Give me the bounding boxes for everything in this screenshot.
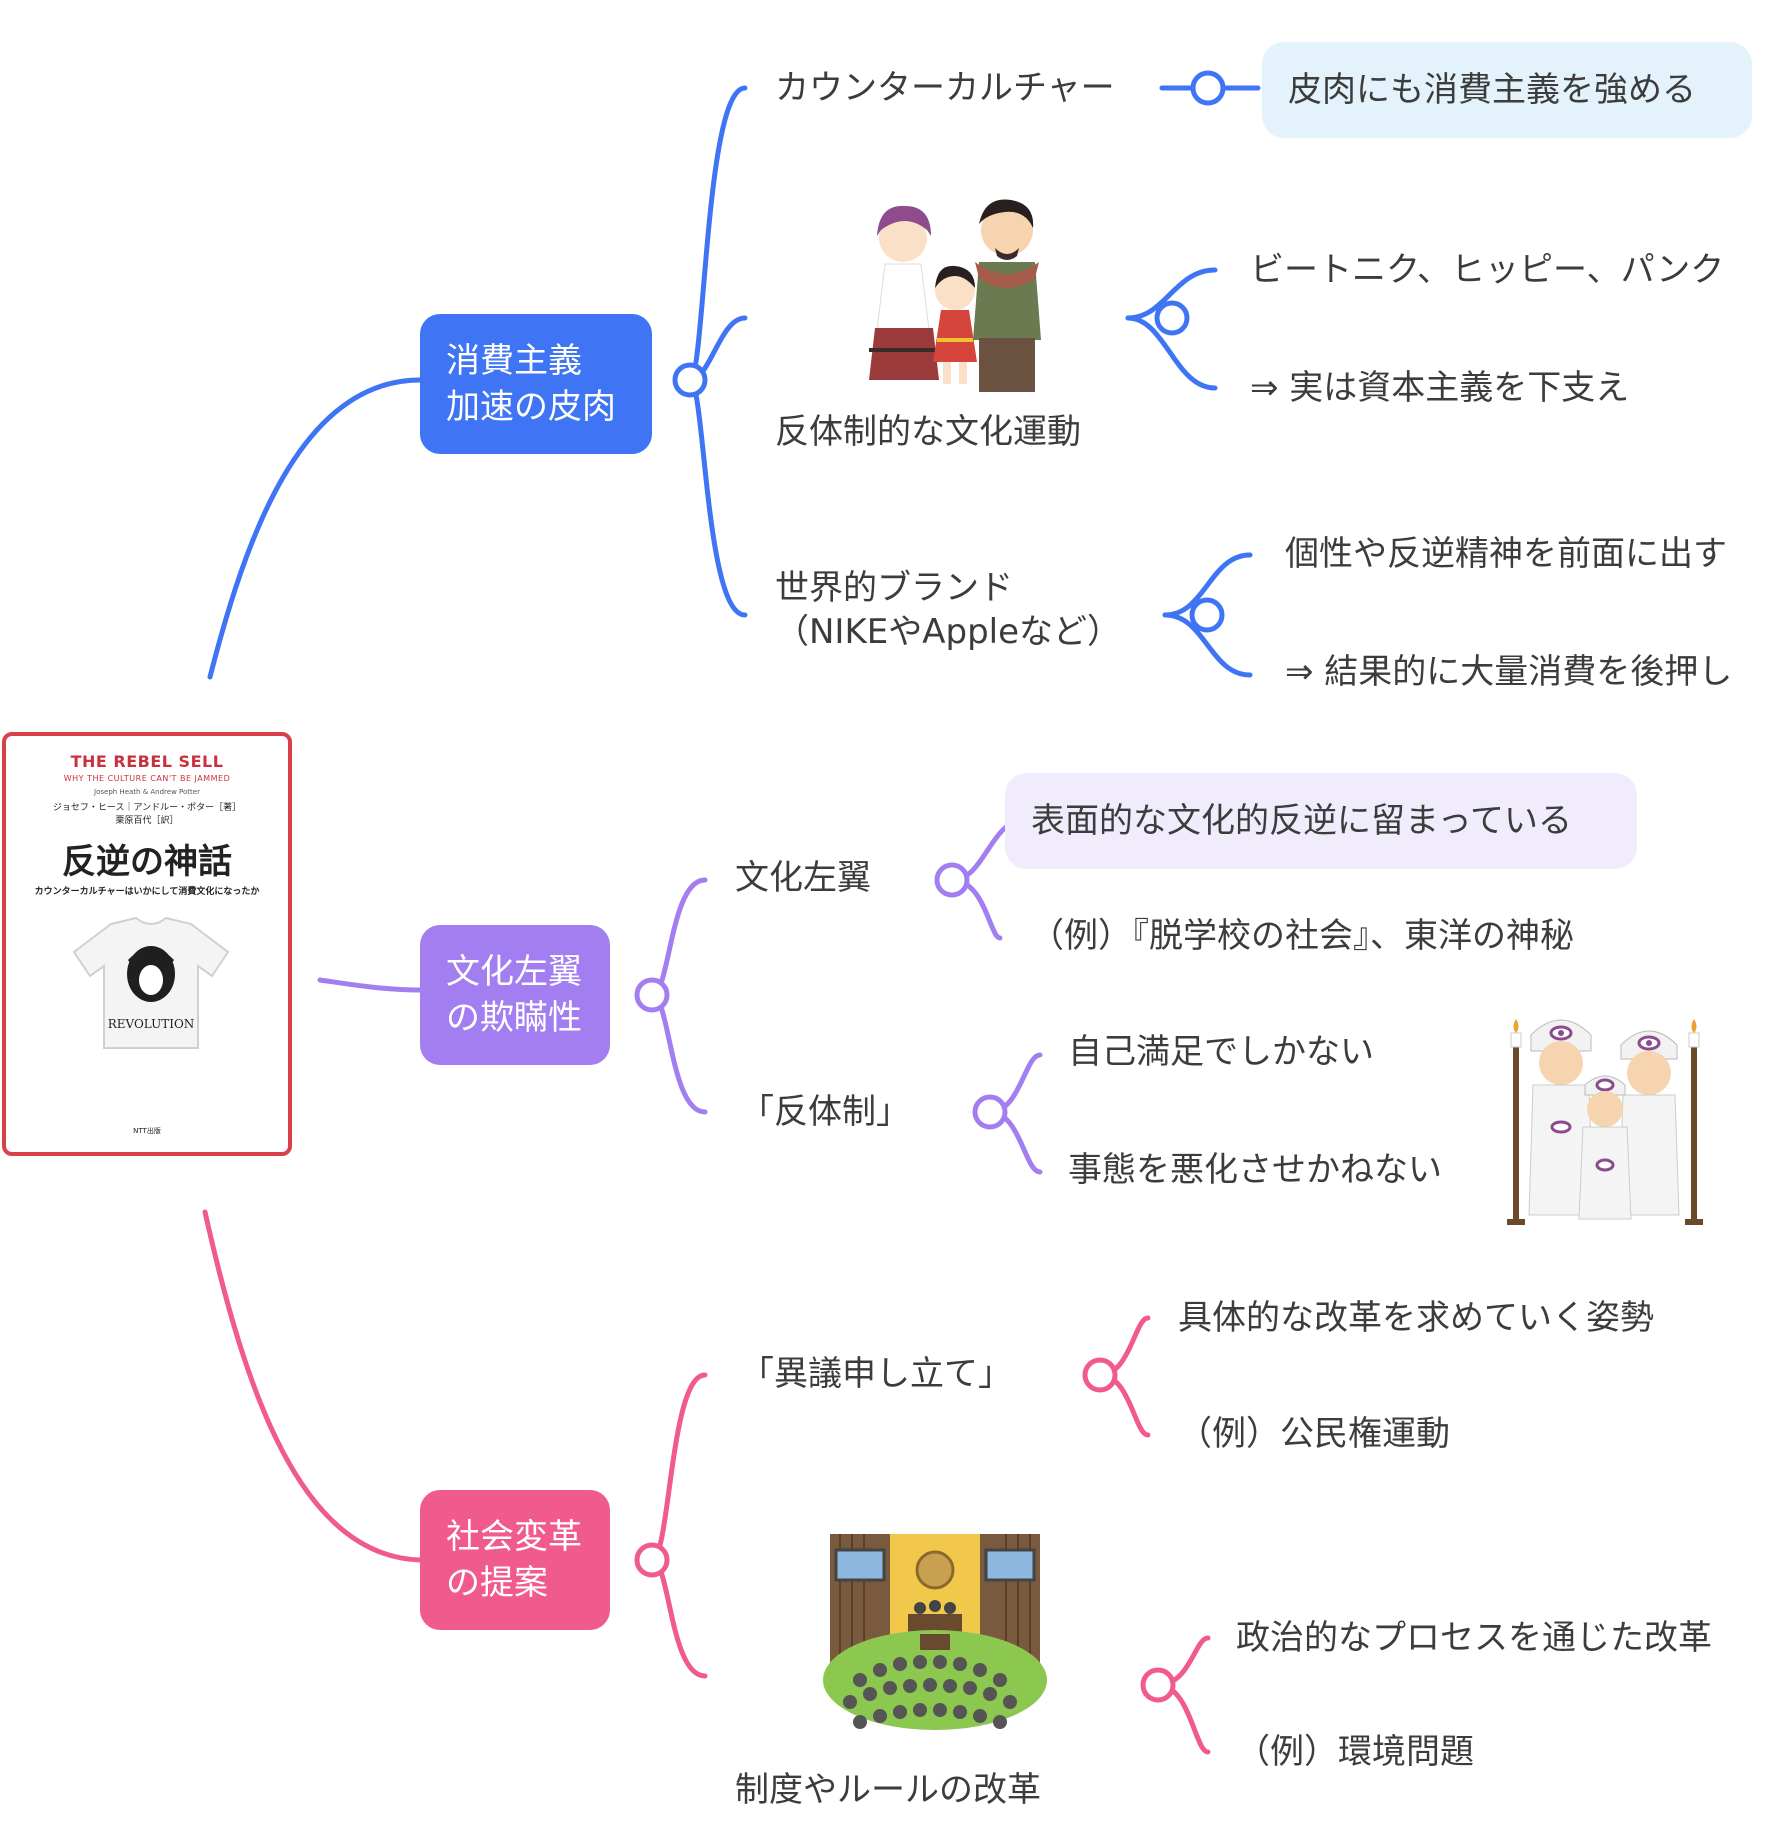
node-institutional-reform[interactable]: 制度やルールの改革 <box>735 1770 1041 1810</box>
branch-social-reform-line2: の提案 <box>446 1563 548 1603</box>
node-global-brands[interactable]: 世界的ブランド （NIKEやAppleなど） <box>775 566 1121 654</box>
node-protest[interactable]: 「異議申し立て」 <box>740 1354 1012 1394</box>
connector-cultural-left-anti <box>649 992 708 1115</box>
junction-protest <box>1082 1357 1118 1393</box>
leaf-supports-capitalism[interactable]: ⇒ 実は資本主義を下支え <box>1250 368 1630 408</box>
parliament-icon <box>823 1534 1047 1730</box>
connector-reform-protest <box>649 1372 708 1563</box>
node-cultural-left[interactable]: 文化左翼 <box>735 858 871 898</box>
connector-root-cultural-left <box>317 977 423 993</box>
node-anti-system[interactable]: 「反体制」 <box>740 1092 910 1132</box>
junction-anti-establishment <box>1154 300 1190 336</box>
branch-cultural-left[interactable]: 文化左翼 の欺瞞性 <box>420 925 610 1065</box>
junction-counterculture <box>1190 70 1226 106</box>
leaf-individuality[interactable]: 個性や反逆精神を前面に出す <box>1285 534 1727 574</box>
branch-social-reform[interactable]: 社会変革 の提案 <box>420 1490 610 1630</box>
leaf-beatnik[interactable]: ビートニク、ヒッピー、パンク <box>1250 250 1725 290</box>
book-subtitle-en: WHY THE CULTURE CAN'T BE JAMMED <box>63 774 231 783</box>
branch-consumerism-line2: 加速の皮肉 <box>446 387 616 427</box>
book-title-ja: 反逆の神話 <box>62 842 232 882</box>
branch-cultural-left-line2: の欺瞞性 <box>446 998 582 1038</box>
connector-anti-capitalism <box>1125 315 1218 391</box>
shirt-text: REVOLUTION <box>108 1017 195 1031</box>
leaf-self-satisfaction[interactable]: 自己満足でしかない <box>1068 1032 1374 1072</box>
node-global-brands-line1: 世界的ブランド <box>775 568 1013 608</box>
junction-social-reform <box>634 1542 670 1578</box>
leaf-environment[interactable]: （例）環境問題 <box>1236 1732 1474 1772</box>
connector-consumerism-brands <box>687 377 748 618</box>
tshirt-icon: REVOLUTION <box>72 916 230 1049</box>
book-publisher: NTT出版 <box>133 1127 161 1135</box>
leaf-mass-consumption[interactable]: ⇒ 結果的に大量消費を後押し <box>1285 652 1733 692</box>
cult-icon <box>1507 1019 1703 1225</box>
junction-consumerism <box>672 362 708 398</box>
pill-surface-rebellion[interactable]: 表面的な文化的反逆に留まっている <box>1005 773 1637 869</box>
junction-cultural-left <box>634 977 670 1013</box>
book-cover: THE REBEL SELL WHY THE CULTURE CAN'T BE … <box>2 732 292 1156</box>
connector-anti-beatnik <box>1125 267 1218 321</box>
leaf-deschooling[interactable]: （例）『脱学校の社会』、東洋の神秘 <box>1030 916 1574 956</box>
junction-brands <box>1189 597 1225 633</box>
book-title-en: THE REBEL SELL <box>70 752 224 771</box>
connector-reform-institution <box>649 1557 708 1679</box>
book-translator: 栗原百代［訳］ <box>115 816 179 826</box>
connector-root-consumerism <box>207 377 423 680</box>
family-icon <box>869 199 1041 392</box>
junction-institution <box>1140 1667 1176 1703</box>
branch-cultural-left-line1: 文化左翼 <box>446 952 582 992</box>
book-authors-ja: ジョセフ・ヒース｜アンドルー・ポター［著］ <box>52 803 242 813</box>
connector-consumerism-counterculture <box>687 85 748 383</box>
connector-root-social-reform <box>202 1209 423 1563</box>
book-authors-en: Joseph Heath & Andrew Potter <box>94 788 200 796</box>
leaf-civil-rights[interactable]: （例）公民権運動 <box>1178 1414 1450 1454</box>
connector-brands-mass <box>1162 612 1253 678</box>
node-anti-establishment[interactable]: 反体制的な文化運動 <box>775 412 1081 452</box>
branch-consumerism-line1: 消費主義 <box>446 341 582 381</box>
pill-irony[interactable]: 皮肉にも消費主義を強める <box>1262 42 1752 138</box>
branch-consumerism[interactable]: 消費主義 加速の皮肉 <box>420 314 652 454</box>
connector-brands-individuality <box>1162 552 1253 618</box>
leaf-political-process[interactable]: 政治的なプロセスを通じた改革 <box>1236 1618 1712 1658</box>
node-counterculture[interactable]: カウンターカルチャー <box>775 68 1115 108</box>
branch-social-reform-line1: 社会変革 <box>446 1517 582 1557</box>
leaf-make-worse[interactable]: 事態を悪化させかねない <box>1068 1150 1442 1190</box>
node-global-brands-line2: （NIKEやAppleなど） <box>775 612 1122 652</box>
connector-cultural-left-label <box>649 877 708 998</box>
junction-anti <box>972 1094 1008 1130</box>
junction-cl-label <box>934 862 970 898</box>
book-subtitle-ja: カウンターカルチャーはいかにして消費文化になったか <box>34 887 260 897</box>
leaf-concrete-reform[interactable]: 具体的な改革を求めていく姿勢 <box>1178 1298 1654 1338</box>
